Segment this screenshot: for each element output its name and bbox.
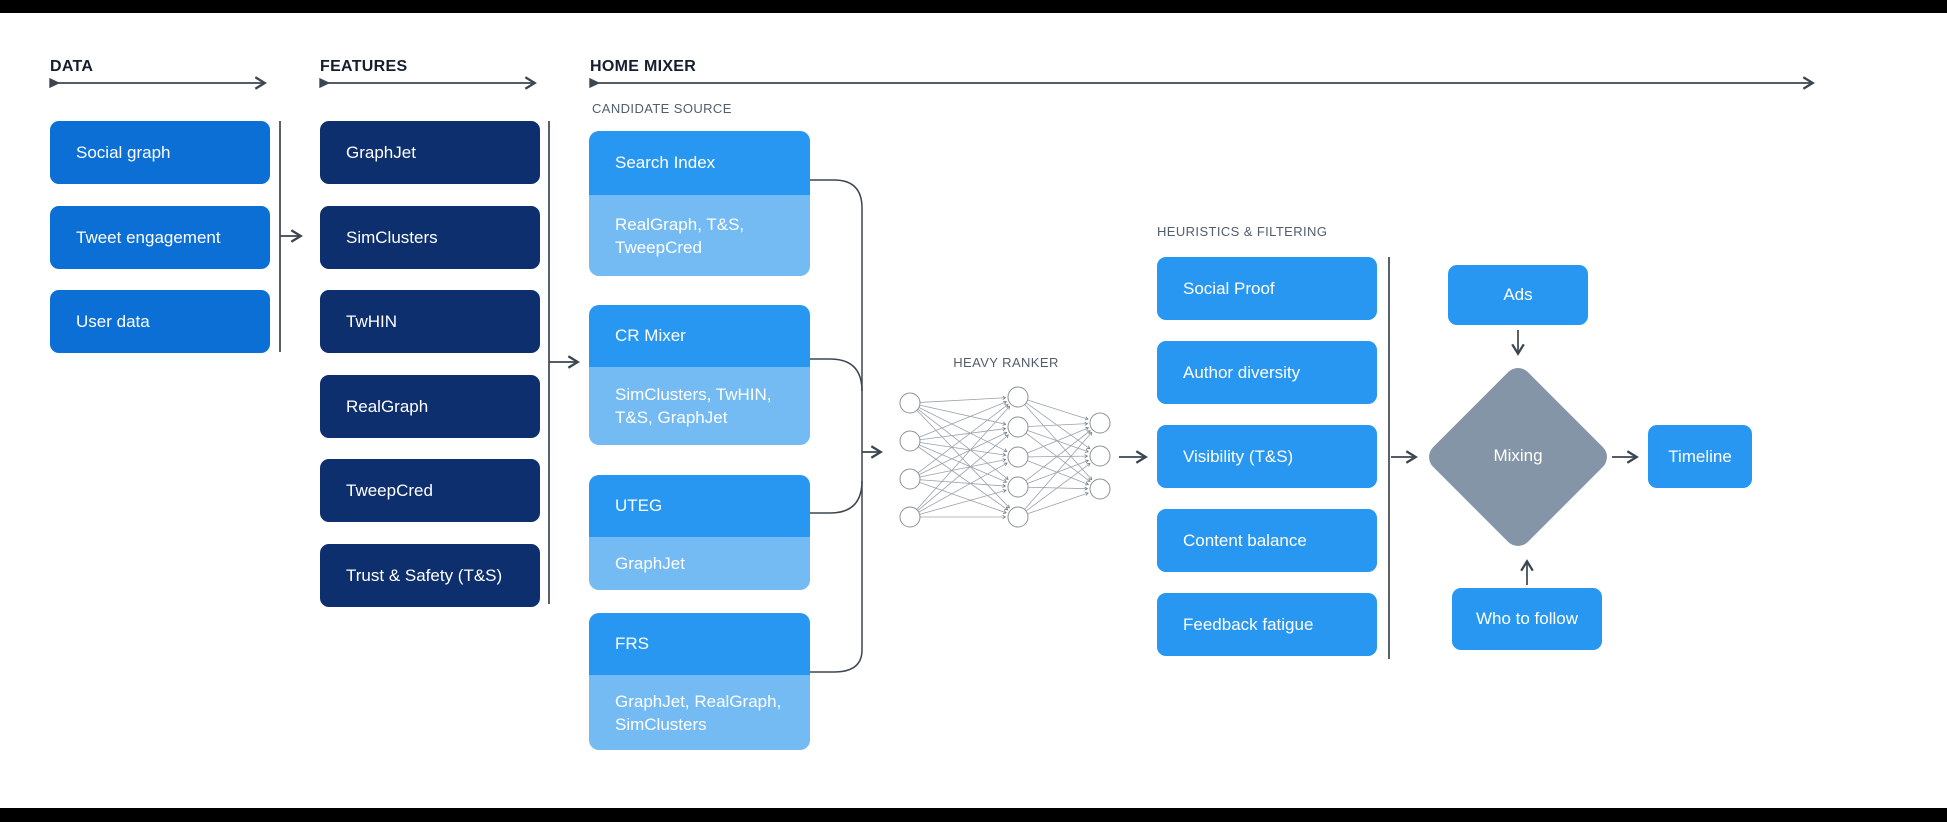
network-node bbox=[899, 392, 921, 414]
node-label: Tweet engagement bbox=[76, 227, 221, 247]
top-black-bar bbox=[0, 0, 1947, 13]
node-who-to-follow: Who to follow bbox=[1452, 588, 1602, 650]
candidate-connector-spine bbox=[810, 179, 863, 673]
node-graphjet: GraphJet bbox=[320, 121, 540, 184]
node-label: Who to follow bbox=[1475, 609, 1579, 628]
heavy-ranker-network bbox=[899, 386, 1111, 528]
node-label: User data bbox=[76, 311, 150, 331]
candidate-features: GraphJet bbox=[589, 537, 810, 590]
node-simclusters: SimClusters bbox=[320, 206, 540, 269]
node-label: GraphJet bbox=[346, 142, 416, 162]
node-trust-safety: Trust & Safety (T&S) bbox=[320, 544, 540, 607]
mixing-diamond-label: Mixing bbox=[1493, 446, 1543, 465]
node-social-graph: Social graph bbox=[50, 121, 270, 184]
network-node bbox=[1007, 446, 1029, 468]
node-label: SimClusters bbox=[346, 227, 438, 247]
node-realgraph: RealGraph bbox=[320, 375, 540, 438]
node-feedback-fatigue: Feedback fatigue bbox=[1157, 593, 1377, 656]
candidate-search-index: Search Index RealGraph, T&S, TweepCred bbox=[589, 131, 810, 276]
candidate-features: RealGraph, T&S, TweepCred bbox=[589, 195, 810, 276]
node-timeline: Timeline bbox=[1648, 425, 1752, 488]
heavy-ranker-label: HEAVY RANKER bbox=[953, 355, 1059, 370]
node-visibility: Visibility (T&S) bbox=[1157, 425, 1377, 488]
features-section-title: FEATURES bbox=[320, 58, 408, 75]
candidate-name: UTEG bbox=[589, 475, 810, 537]
node-label: TweepCred bbox=[346, 480, 433, 500]
candidate-frs: FRS GraphJet, RealGraph, SimClusters bbox=[589, 613, 810, 750]
candidate-connector-uteg bbox=[810, 480, 863, 514]
node-tweepcred: TweepCred bbox=[320, 459, 540, 522]
network-node bbox=[1007, 416, 1029, 438]
candidate-source-label: CANDIDATE SOURCE bbox=[592, 101, 732, 116]
node-label: TwHIN bbox=[346, 311, 397, 331]
heuristics-label: HEURISTICS & FILTERING bbox=[1157, 224, 1328, 239]
node-label: Trust & Safety (T&S) bbox=[346, 565, 503, 585]
mixing-diamond bbox=[1429, 368, 1607, 546]
node-label: Social graph bbox=[76, 142, 171, 162]
node-label: Timeline bbox=[1668, 446, 1732, 466]
network-node bbox=[1089, 478, 1111, 500]
node-author-diversity: Author diversity bbox=[1157, 341, 1377, 404]
candidate-name: CR Mixer bbox=[589, 305, 810, 367]
candidate-name: Search Index bbox=[589, 131, 810, 195]
network-node bbox=[1007, 386, 1029, 408]
node-content-balance: Content balance bbox=[1157, 509, 1377, 572]
candidate-connector-crmixer bbox=[810, 358, 863, 392]
candidate-name: FRS bbox=[589, 613, 810, 675]
network-node bbox=[1089, 445, 1111, 467]
candidate-uteg: UTEG GraphJet bbox=[589, 475, 810, 590]
candidate-features: SimClusters, TwHIN, T&S, GraphJet bbox=[589, 367, 810, 445]
data-section-title: DATA bbox=[50, 58, 94, 75]
network-node bbox=[899, 430, 921, 452]
node-label: RealGraph bbox=[346, 396, 429, 416]
network-node bbox=[899, 468, 921, 490]
candidate-cr-mixer: CR Mixer SimClusters, TwHIN, T&S, GraphJ… bbox=[589, 305, 810, 445]
network-node bbox=[1089, 412, 1111, 434]
node-label: Visibility (T&S) bbox=[1183, 446, 1294, 466]
node-tweet-engagement: Tweet engagement bbox=[50, 206, 270, 269]
node-user-data: User data bbox=[50, 290, 270, 353]
node-label: Content balance bbox=[1183, 530, 1307, 550]
node-ads: Ads bbox=[1448, 265, 1588, 325]
network-node bbox=[899, 506, 921, 528]
node-social-proof: Social Proof bbox=[1157, 257, 1377, 320]
node-label: Ads bbox=[1503, 285, 1533, 304]
node-label: Social Proof bbox=[1183, 278, 1275, 298]
node-label: Feedback fatigue bbox=[1183, 614, 1314, 634]
bottom-black-bar bbox=[0, 808, 1947, 822]
network-node bbox=[1007, 476, 1029, 498]
network-node bbox=[1007, 506, 1029, 528]
node-twhin: TwHIN bbox=[320, 290, 540, 353]
candidate-features: GraphJet, RealGraph, SimClusters bbox=[589, 675, 810, 750]
node-label: Author diversity bbox=[1183, 362, 1301, 382]
home-mixer-section-title: HOME MIXER bbox=[590, 58, 697, 75]
